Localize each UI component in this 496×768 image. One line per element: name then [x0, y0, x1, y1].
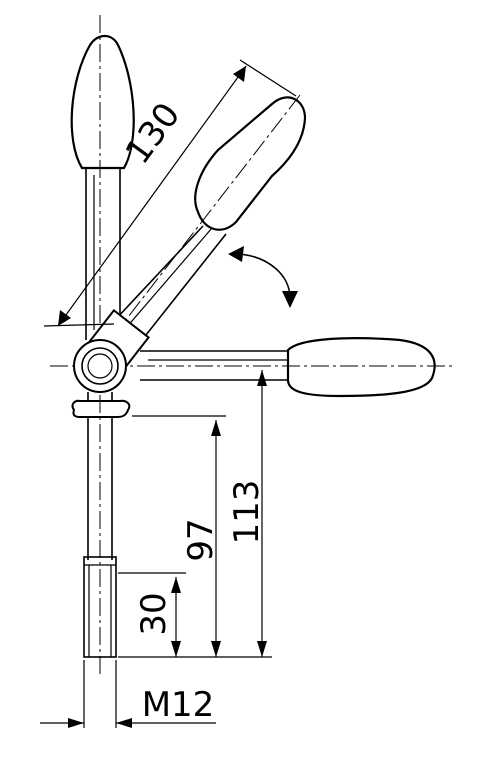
inclined-handle [114, 94, 307, 341]
dim-113: 113 [227, 370, 267, 657]
hub [73, 308, 150, 393]
upright-handle [70, 15, 135, 360]
dim-m12: M12 [40, 660, 216, 728]
rotation-arrow [228, 246, 298, 308]
dim-113-label: 113 [227, 480, 267, 545]
threaded-stud [83, 556, 117, 658]
dim-m12-label: M12 [142, 685, 215, 725]
dim-30-label: 30 [134, 592, 174, 635]
dim-30: 30 [118, 572, 186, 657]
dim-97: 97 [132, 415, 226, 657]
shaft [71, 392, 131, 675]
dim-97-label: 97 [181, 518, 221, 561]
